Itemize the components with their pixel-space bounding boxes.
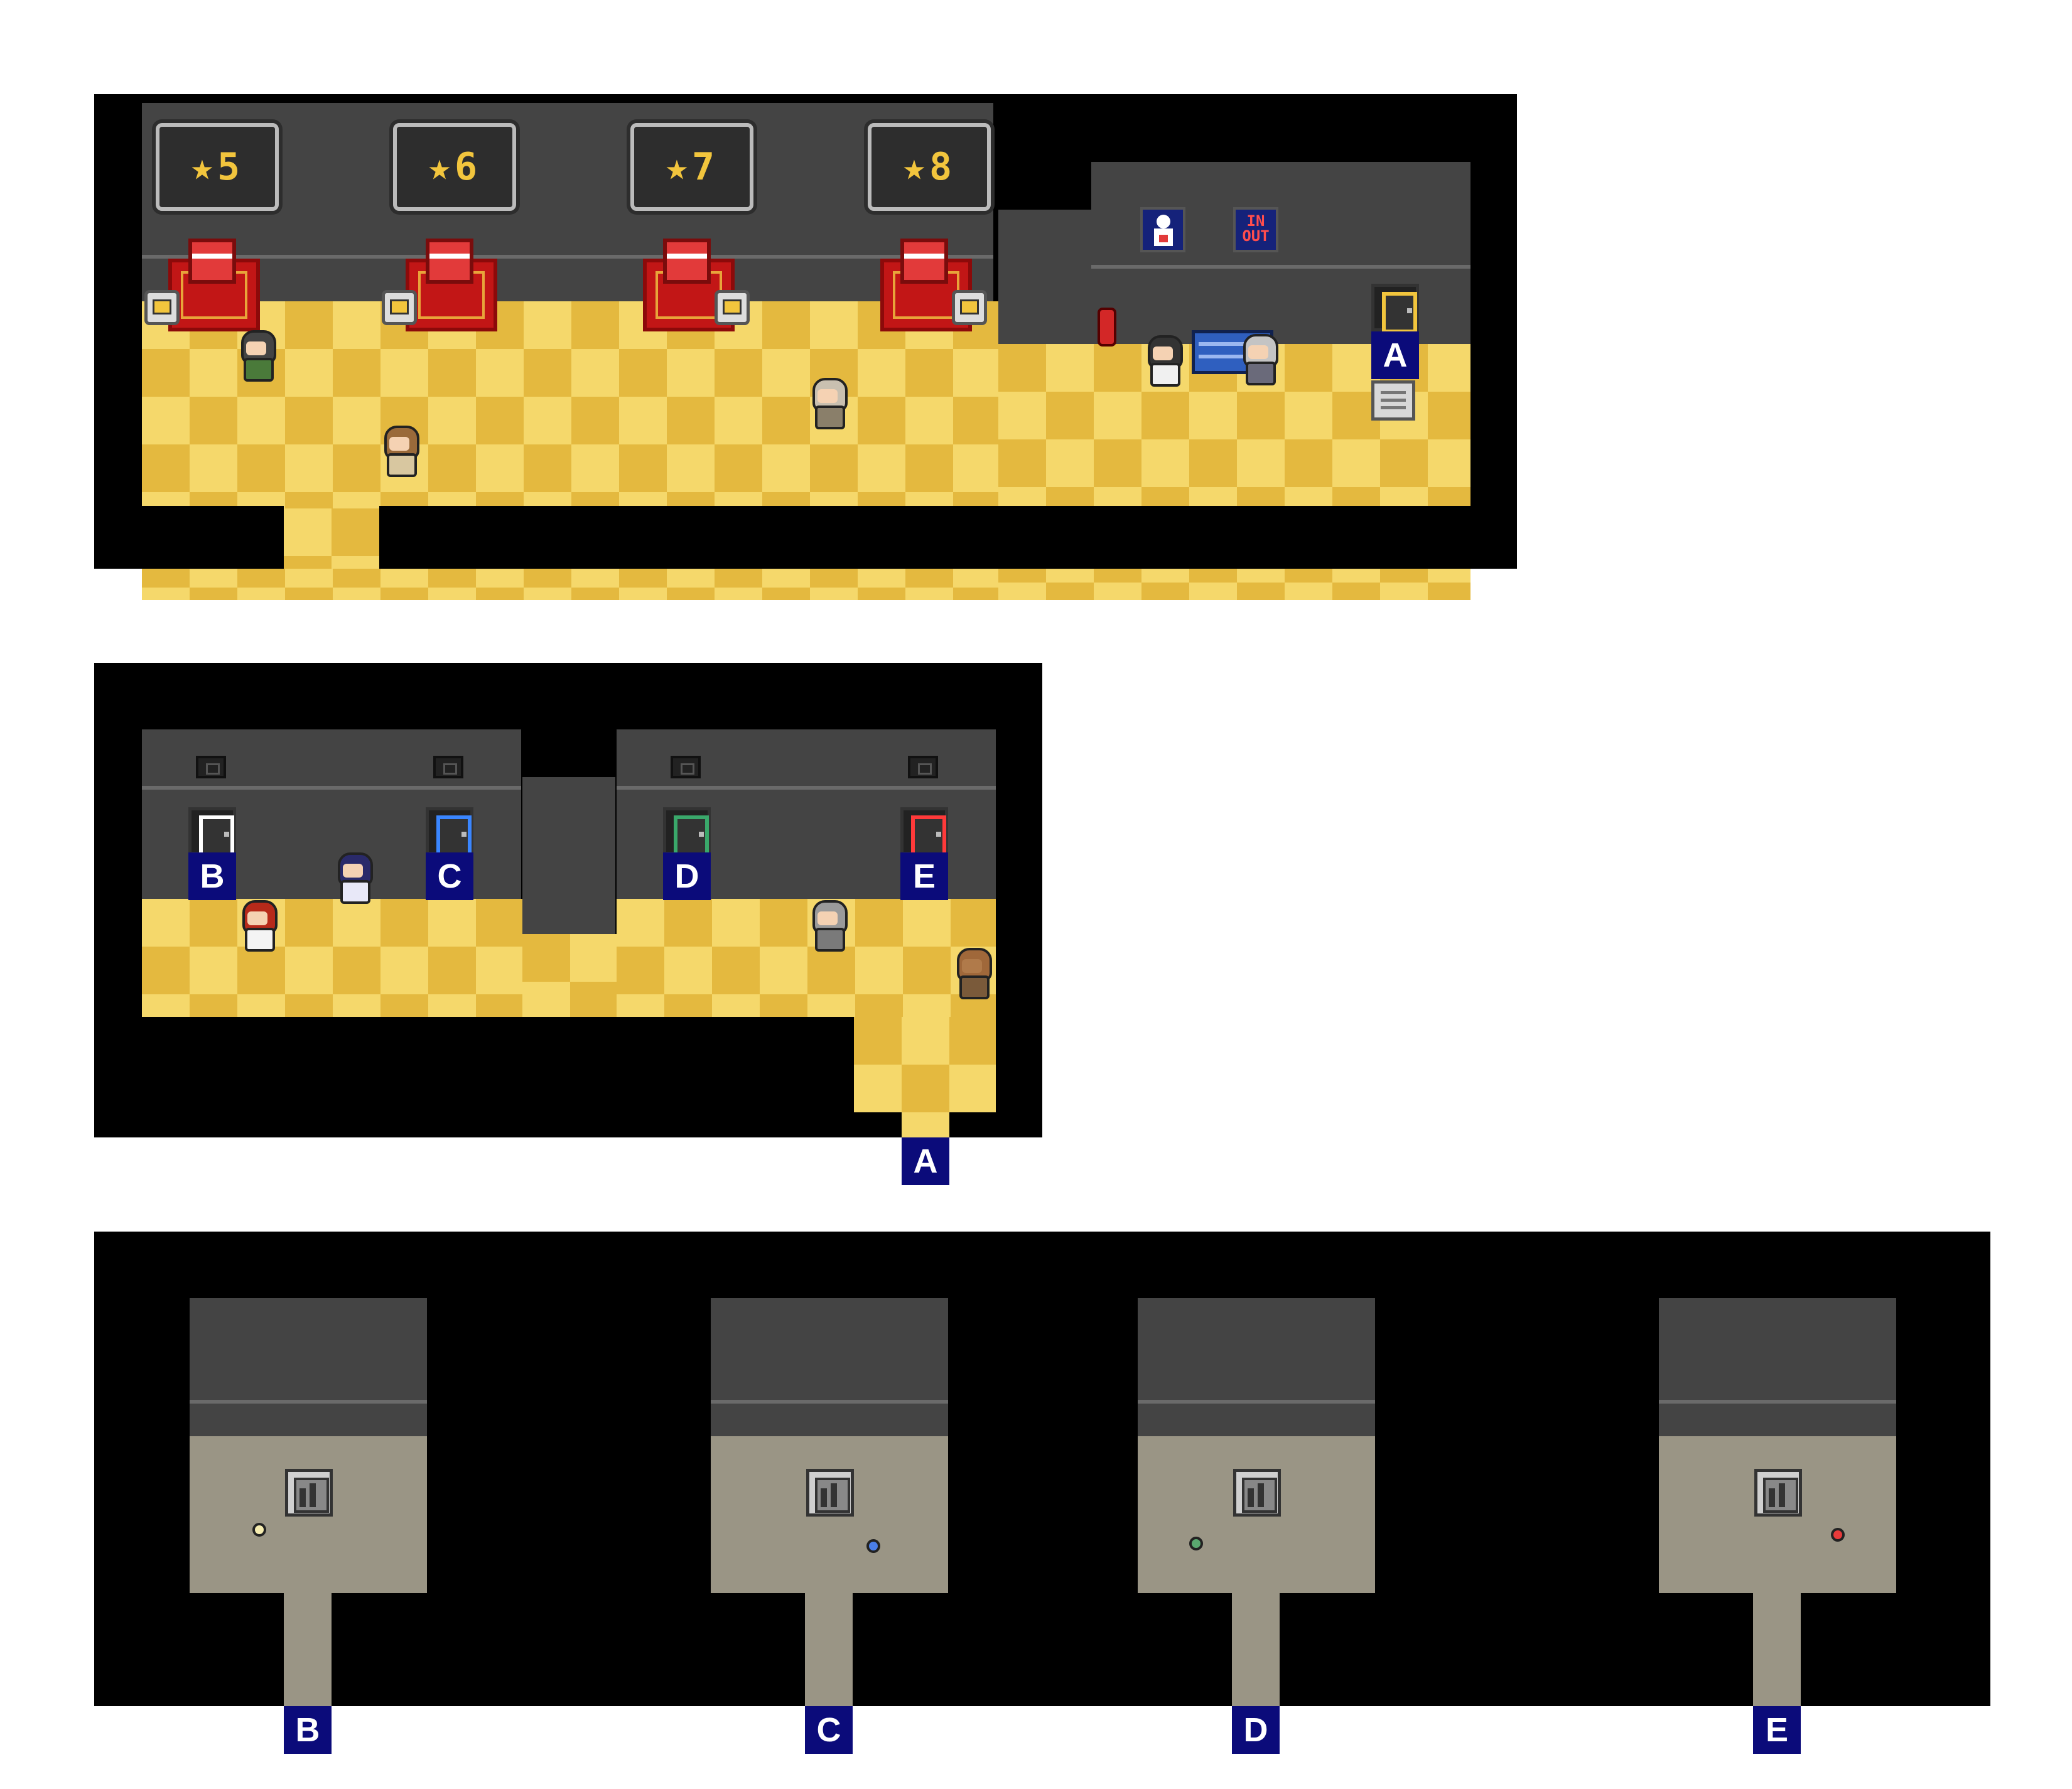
- room-d-corridor: [1232, 1593, 1280, 1706]
- lobby-map: ★5 ★6 ★7 ★8 IN OUT A: [94, 94, 1517, 600]
- room-b-item-dot[interactable]: [252, 1523, 266, 1537]
- star-sign-text: ★5: [190, 145, 244, 189]
- wall-trim: [1659, 1400, 1896, 1404]
- cash-register-icon: [663, 239, 711, 284]
- lobby-back-wall: [142, 103, 993, 310]
- star-sign-5: ★5: [156, 123, 279, 211]
- hallway-floor: [142, 899, 522, 1017]
- room-d-terminal-icon[interactable]: [1233, 1469, 1281, 1517]
- room-b-label: B: [284, 1706, 332, 1754]
- npc-character[interactable]: [1143, 335, 1183, 387]
- hallway-map: B C D E: [94, 663, 1042, 1137]
- wall-trim: [1091, 265, 1470, 269]
- room-e-terminal-icon[interactable]: [1754, 1469, 1802, 1517]
- star-sign-7: ★7: [630, 123, 753, 211]
- room-c-label: C: [805, 1706, 853, 1754]
- star-sign-text: ★7: [665, 145, 719, 189]
- floor-bottom-mask-left: [142, 506, 284, 569]
- room-d-label: D: [1232, 1706, 1280, 1754]
- npc-character[interactable]: [237, 900, 278, 952]
- rooms-map: [94, 1232, 1990, 1706]
- wall-trim: [190, 1400, 427, 1404]
- star-sign-text: ★8: [902, 145, 956, 189]
- room-b-corridor: [284, 1593, 332, 1706]
- door-d-label: D: [663, 852, 711, 900]
- hallway-south-branch: [854, 1017, 996, 1112]
- star-sign-6: ★6: [393, 123, 516, 211]
- room-c-terminal-icon[interactable]: [806, 1469, 854, 1517]
- wall-vent-icon: [908, 756, 938, 778]
- door-c-label: C: [426, 852, 473, 900]
- npc-character[interactable]: [807, 900, 848, 952]
- hallway-exit: [902, 1112, 949, 1137]
- cash-register-icon: [900, 239, 948, 284]
- door-b-label: B: [188, 852, 236, 900]
- fire-extinguisher-icon[interactable]: [1098, 308, 1116, 347]
- out-text: OUT: [1242, 227, 1270, 245]
- wall-vent-icon: [671, 756, 701, 778]
- wall-vent-icon: [433, 756, 463, 778]
- hallway-floor-mid: [522, 934, 617, 1017]
- room-c-wall: [711, 1298, 948, 1436]
- door-e[interactable]: [900, 807, 948, 857]
- room-e-label: E: [1753, 1706, 1801, 1754]
- hallway-pillar: [522, 777, 615, 934]
- door-b[interactable]: [188, 807, 236, 857]
- cash-register-icon: [426, 239, 473, 284]
- npc-character[interactable]: [236, 330, 276, 382]
- in-out-sign-icon: IN OUT: [1233, 207, 1278, 252]
- room-e-wall: [1659, 1298, 1896, 1436]
- ticket-terminal-icon[interactable]: [952, 290, 987, 325]
- door-e-label: E: [900, 852, 948, 900]
- door-c[interactable]: [426, 807, 473, 857]
- room-b-wall: [190, 1298, 427, 1436]
- ticket-terminal-icon[interactable]: [715, 290, 750, 325]
- cash-register-icon: [188, 239, 236, 284]
- npc-character[interactable]: [952, 948, 992, 999]
- ticket-terminal-icon[interactable]: [144, 290, 180, 325]
- ticket-terminal-icon[interactable]: [382, 290, 417, 325]
- wall-trim: [711, 1400, 948, 1404]
- hallway-exit-a-label: A: [902, 1137, 949, 1185]
- npc-character[interactable]: [1238, 334, 1278, 385]
- npc-character[interactable]: [807, 378, 848, 429]
- room-e-corridor: [1753, 1593, 1801, 1706]
- room-d-item-dot[interactable]: [1189, 1537, 1203, 1550]
- notice-board-icon[interactable]: [1371, 380, 1415, 421]
- room-e-item-dot[interactable]: [1831, 1528, 1845, 1542]
- room-c-item-dot[interactable]: [866, 1539, 880, 1553]
- wall-vent-icon: [196, 756, 226, 778]
- room-b-terminal-icon[interactable]: [285, 1469, 333, 1517]
- wall-trim: [1138, 1400, 1375, 1404]
- room-d-wall: [1138, 1298, 1375, 1436]
- room-c-corridor: [805, 1593, 853, 1706]
- service-counter-6[interactable]: [406, 259, 497, 331]
- door-a-label: A: [1371, 331, 1419, 379]
- wall-trim: [142, 255, 993, 259]
- star-sign-text: ★6: [428, 145, 482, 189]
- in-text: IN: [1246, 212, 1265, 230]
- wall-trim: [617, 786, 996, 790]
- npc-character[interactable]: [379, 426, 419, 477]
- restroom-sign-icon: [1140, 207, 1185, 252]
- star-sign-8: ★8: [868, 123, 991, 211]
- wall-trim: [142, 786, 521, 790]
- service-counter-5[interactable]: [168, 259, 260, 331]
- door-d[interactable]: [663, 807, 711, 857]
- hallway-floor-right: [617, 899, 996, 1017]
- npc-character[interactable]: [333, 852, 373, 904]
- south-exit-corridor: [284, 508, 379, 569]
- door-a[interactable]: [1371, 284, 1419, 333]
- floor-bottom-mask-right: [379, 506, 1517, 569]
